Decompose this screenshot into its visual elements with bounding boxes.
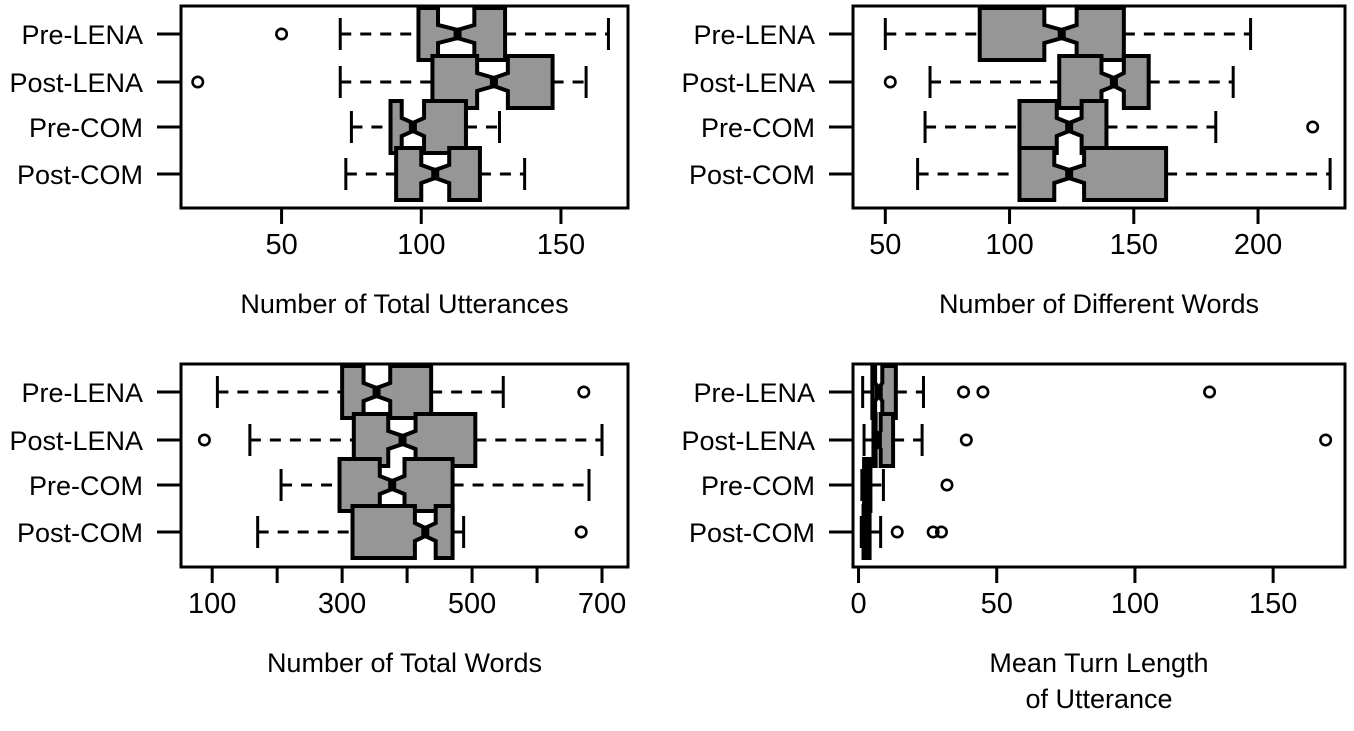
- plot-frame: [851, 362, 1347, 569]
- outlier-point: [957, 385, 971, 399]
- panel-different-words: Pre-LENA Post-LENA Pre-COM Post-COM 50 100 150…: [676, 0, 1354, 366]
- boxplot-post-lena: [197, 412, 604, 468]
- x-tick-label-100: 100: [1111, 588, 1159, 620]
- box-body: [977, 6, 1126, 62]
- panel-different-words-canvas: Pre-LENA Post-LENA Pre-COM Post-COM 50 100 150…: [681, 4, 1347, 319]
- outlier-point: [1319, 433, 1333, 447]
- box-body: [388, 99, 468, 155]
- x-tick-label-100: 100: [985, 229, 1033, 261]
- category-label-pre-com: Pre-COM: [29, 471, 143, 501]
- x-tick-label-700: 700: [578, 588, 626, 620]
- category-label-pre-com: Pre-COM: [29, 113, 143, 143]
- boxplot-pre-lena: [215, 364, 591, 420]
- outlier-point: [577, 385, 591, 399]
- category-label-post-lena: Post-LENA: [681, 426, 815, 456]
- boxplot-pre-lena: [861, 364, 1217, 420]
- category-label-pre-lena: Pre-LENA: [21, 378, 143, 408]
- boxplot-pre-lena: [883, 6, 1253, 62]
- x-axis-title: Number of Different Words: [939, 289, 1259, 319]
- outlier-point: [1306, 120, 1320, 134]
- x-tick-label-300: 300: [318, 588, 366, 620]
- boxplot-post-lena: [191, 54, 588, 110]
- outlier-point: [976, 385, 990, 399]
- panel-total-utterances-canvas: Pre-LENA Post-LENA Pre-COM Post-COM 50 100 150…: [9, 4, 630, 319]
- panel-total-words-canvas: Pre-LENA Post-LENA Pre-COM Post-COM 100 300 50…: [9, 362, 630, 678]
- box-body: [1017, 146, 1169, 202]
- x-tick-label-200: 200: [1234, 229, 1282, 261]
- outlier-point: [574, 525, 588, 539]
- box-body: [351, 412, 478, 468]
- outlier-point: [890, 525, 904, 539]
- category-label-post-com: Post-COM: [17, 160, 143, 190]
- boxplot-post-com: [916, 146, 1332, 202]
- x-axis-title-line-1: Mean Turn Length: [989, 648, 1208, 678]
- outlier-point: [1203, 385, 1217, 399]
- box-body: [340, 364, 434, 420]
- panel-total-utterances: Pre-LENA Post-LENA Pre-COM Post-COM 50 100 150…: [0, 0, 678, 366]
- x-tick-label-0: 0: [850, 588, 866, 620]
- category-label-pre-lena: Pre-LENA: [693, 20, 815, 50]
- category-label-pre-com: Pre-COM: [701, 471, 815, 501]
- category-label-post-lena: Post-LENA: [681, 68, 815, 98]
- category-label-post-com: Post-COM: [17, 518, 143, 548]
- x-tick-label-150: 150: [1110, 229, 1158, 261]
- x-tick-label-100: 100: [188, 588, 236, 620]
- boxplot-post-com: [256, 504, 588, 560]
- category-label-post-lena: Post-LENA: [9, 426, 143, 456]
- panel-total-words: Pre-LENA Post-LENA Pre-COM Post-COM 100 300 50…: [0, 358, 678, 731]
- box-body: [416, 6, 508, 62]
- boxplot-pre-com: [923, 99, 1320, 155]
- panel-mean-turn-length-canvas: Pre-LENA Post-LENA Pre-COM Post-COM 0 50 100 15…: [681, 362, 1347, 714]
- boxplot-post-com: [859, 504, 948, 560]
- x-axis-title: Number of Total Words: [267, 648, 542, 678]
- outlier-point: [959, 433, 973, 447]
- category-label-pre-com: Pre-COM: [701, 113, 815, 143]
- boxplot-post-lena: [883, 54, 1235, 110]
- panel-mean-turn-length: Pre-LENA Post-LENA Pre-COM Post-COM 0 50 100 15…: [676, 358, 1354, 731]
- x-tick-label-50: 50: [265, 229, 297, 261]
- x-axis-title: Number of Total Utterances: [240, 289, 568, 319]
- outlier-point: [191, 75, 205, 89]
- x-tick-label-50: 50: [981, 588, 1013, 620]
- boxplot-post-com: [344, 146, 527, 202]
- x-tick-label-150: 150: [1249, 588, 1297, 620]
- outlier-point: [940, 478, 954, 492]
- outlier-point: [934, 525, 948, 539]
- x-tick-label-500: 500: [448, 588, 496, 620]
- boxplot-pre-com: [279, 457, 591, 513]
- category-label-pre-lena: Pre-LENA: [21, 20, 143, 50]
- box-body: [871, 412, 896, 468]
- outlier-point: [197, 433, 211, 447]
- outlier-point: [926, 525, 940, 539]
- plot-frame: [179, 4, 630, 210]
- category-label-post-com: Post-COM: [689, 518, 815, 548]
- category-label-post-lena: Post-LENA: [9, 68, 143, 98]
- box-body: [350, 504, 455, 560]
- category-label-pre-lena: Pre-LENA: [693, 378, 815, 408]
- x-axis-title-line-2: of Utterance: [1025, 684, 1172, 714]
- outlier-point: [883, 75, 897, 89]
- x-tick-label-150: 150: [537, 229, 585, 261]
- boxplot-post-lena: [862, 412, 1333, 468]
- category-label-post-com: Post-COM: [689, 160, 815, 190]
- boxplot-pre-lena: [275, 6, 610, 62]
- x-tick-label-50: 50: [869, 229, 901, 261]
- outlier-point: [275, 27, 289, 41]
- x-tick-label-100: 100: [397, 229, 445, 261]
